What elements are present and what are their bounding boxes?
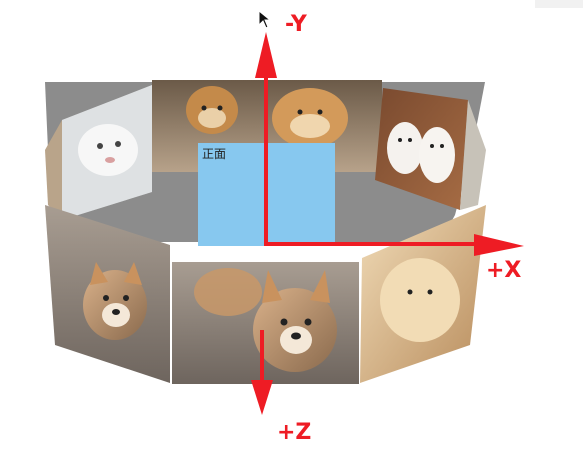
pos-x-arrowhead	[474, 234, 524, 256]
puppy-photo	[375, 88, 468, 210]
puppy-photo	[62, 85, 152, 220]
puppy-photo	[172, 262, 359, 384]
pos-x-axis-label: +X	[486, 258, 522, 283]
puppy-photo	[45, 120, 62, 220]
puppy-photo	[460, 100, 486, 210]
front-face-label: 正面	[202, 147, 227, 161]
pos-z-arrowhead	[251, 380, 273, 415]
neg-y-axis-label: -Y	[285, 12, 307, 37]
window-corner	[535, 0, 583, 8]
neg-y-arrowhead	[255, 32, 277, 78]
puppy-photo	[45, 205, 170, 383]
axis-arrows	[251, 32, 524, 415]
puppy-photo	[360, 205, 486, 383]
pos-z-axis-label: +Z	[277, 420, 312, 445]
cursor-arrow-icon	[258, 10, 272, 29]
